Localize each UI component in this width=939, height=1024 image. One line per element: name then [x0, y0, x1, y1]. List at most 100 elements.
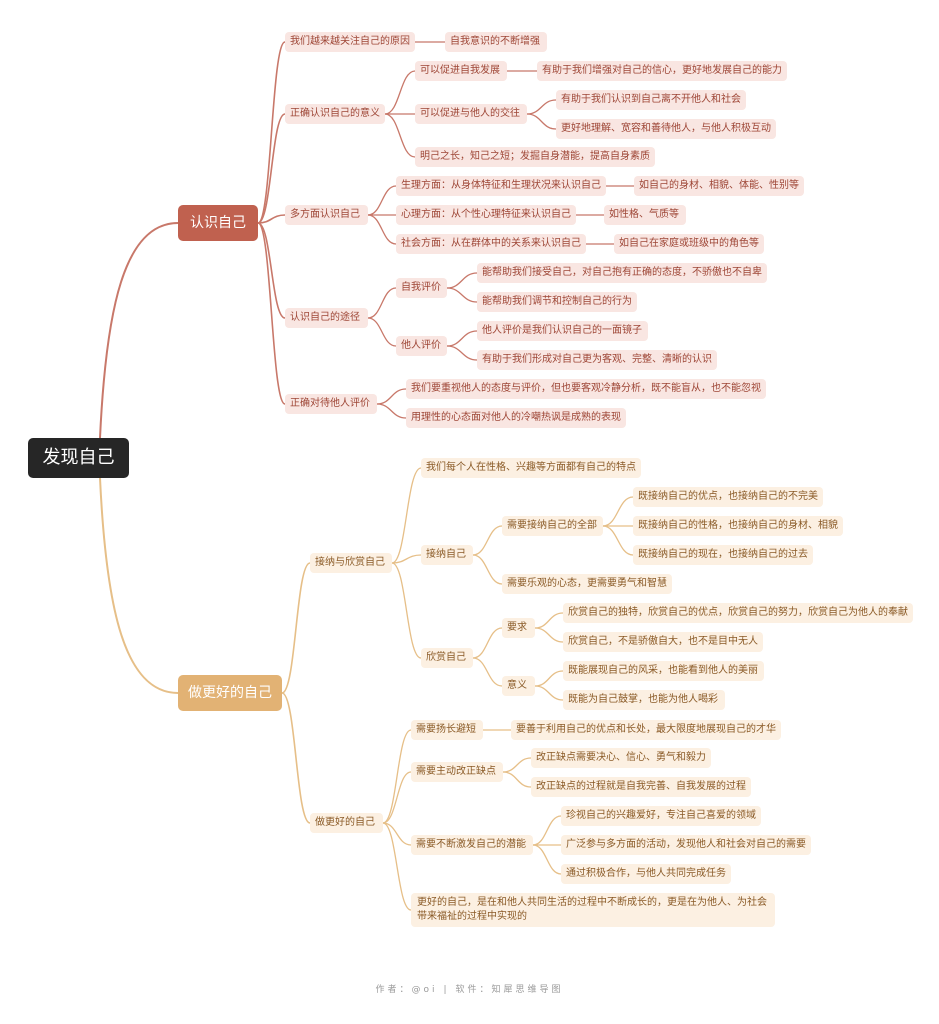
detail-node: 他人评价是我们认识自己的一面镜子: [477, 321, 648, 341]
detail-node: 需要接纳自己的全部: [502, 516, 603, 536]
detail-node: 既接纳自己的优点，也接纳自己的不完美: [633, 487, 823, 507]
detail-node: 需要乐观的心态，更需要勇气和智慧: [502, 574, 672, 594]
connector-line: [257, 41, 286, 224]
connector-line: [446, 272, 478, 289]
detail-node: 社会方面：从在群体中的关系来认识自己: [396, 234, 586, 254]
connector-line: [534, 627, 564, 643]
detail-node: 我们每个人在性格、兴趣等方面都有自己的特点: [421, 458, 641, 478]
detail-node: 可以促进与他人的交往: [415, 104, 527, 124]
connector-line: [382, 822, 412, 846]
footer-credit: 作者：@oi|软件：知犀思维导图: [0, 982, 939, 995]
detail-node: 要善于利用自己的优点和长处，最大限度地展现自己的才华: [511, 720, 781, 740]
detail-node: 能帮助我们接受自己，对自己抱有正确的态度，不骄傲也不自卑: [477, 263, 767, 283]
detail-node: 既接纳自己的现在，也接纳自己的过去: [633, 545, 813, 565]
detail-node: 更好地理解、宽容和善待他人，与他人积极互动: [556, 119, 776, 139]
detail-node: 意义: [502, 676, 535, 696]
detail-node: 有助于我们认识到自己离不开他人和社会: [556, 90, 746, 110]
connector-line: [257, 214, 286, 224]
connector-line: [472, 525, 503, 556]
connector-line: [602, 525, 634, 556]
connector-line: [534, 612, 564, 629]
branch-topic: 认识自己: [178, 205, 258, 241]
connector-line: [472, 554, 503, 585]
detail-node: 有助于我们形成对自己更为客观、完整、清晰的认识: [477, 350, 717, 370]
subtopic-node: 多方面认识自己: [285, 205, 368, 225]
connector-line: [446, 345, 478, 361]
detail-node: 接纳自己: [421, 545, 473, 565]
connector-line: [382, 822, 412, 911]
connector-line: [376, 388, 407, 405]
footer-author: 作者：@oi: [375, 985, 438, 995]
detail-node: 他人评价: [396, 336, 447, 356]
connector-line: [391, 554, 422, 564]
subtopic-node: 接纳与欣赏自己: [310, 553, 392, 573]
detail-node: 珍视自己的兴趣爱好，专注自己喜爱的领域: [561, 806, 761, 826]
detail-node: 需要扬长避短: [411, 720, 483, 740]
subtopic-node: 认识自己的途径: [285, 308, 368, 328]
connector-line: [391, 562, 422, 659]
detail-node: 需要不断激发自己的潜能: [411, 835, 533, 855]
connector-line: [281, 692, 311, 824]
connector-line: [602, 496, 634, 527]
connector-line: [281, 562, 311, 694]
subtopic-node: 做更好的自己: [310, 813, 383, 833]
detail-line: 带来福祉的过程中实现的: [417, 911, 527, 922]
connector-line: [526, 99, 557, 115]
connector-line: [257, 222, 286, 405]
detail-node: 自我评价: [396, 278, 447, 298]
connector-line: [534, 685, 564, 701]
connector-line: [446, 287, 478, 303]
detail-node: 欣赏自己: [421, 648, 473, 668]
detail-node: 心理方面：从个性心理特征来认识自己: [396, 205, 576, 225]
detail-node-multiline: 更好的自己，是在和他人共同生活的过程中不断成长的，更是在为他人、为社会 带来福祉…: [411, 893, 775, 927]
connector-line: [367, 317, 397, 347]
detail-node: 我们要重视他人的态度与评价，但也要客观冷静分析，既不能盲从，也不能忽视: [406, 379, 766, 399]
detail-node: 改正缺点需要决心、信心、勇气和毅力: [531, 748, 711, 768]
detail-node: 欣赏自己的独特，欣赏自己的优点，欣赏自己的努力，欣赏自己为他人的奉献: [563, 603, 913, 623]
subtopic-node: 正确对待他人评价: [285, 394, 377, 414]
detail-node: 如自己的身材、相貌、体能、性别等: [634, 176, 804, 196]
connector-line: [526, 113, 557, 130]
connector-line: [502, 771, 532, 788]
detail-node: 广泛参与多方面的活动，发现他人和社会对自己的需要: [561, 835, 811, 855]
detail-node: 用理性的心态面对他人的冷嘲热讽是成熟的表现: [406, 408, 626, 428]
detail-node: 有助于我们增强对自己的信心，更好地发展自己的能力: [537, 61, 787, 81]
detail-node: 要求: [502, 618, 535, 638]
connector-line: [472, 627, 503, 659]
detail-node: 自我意识的不断增强: [445, 32, 547, 52]
connector-line: [382, 771, 412, 824]
detail-node: 生理方面：从身体特征和生理状况来认识自己: [396, 176, 606, 196]
connector-line: [532, 815, 562, 846]
subtopic-node: 正确认识自己的意义: [285, 104, 385, 124]
connector-line: [99, 477, 179, 694]
detail-node: 既能展现自己的风采，也能看到他人的美丽: [563, 661, 764, 681]
connector-line: [367, 214, 397, 245]
detail-node: 明己之长，知己之短；发掘自身潜能，提高自身素质: [415, 147, 655, 167]
connector-line: [257, 113, 286, 224]
connector-line: [367, 185, 397, 216]
branch-topic: 做更好的自己: [178, 675, 282, 711]
detail-node: 改正缺点的过程就是自我完善、自我发展的过程: [531, 777, 751, 797]
connector-line: [384, 70, 416, 115]
detail-node: 能帮助我们调节和控制自己的行为: [477, 292, 637, 312]
connector-line: [382, 729, 412, 824]
connector-line: [446, 330, 478, 347]
connector-line: [391, 467, 422, 564]
detail-node: 如性格、气质等: [604, 205, 686, 225]
connector-line: [367, 287, 397, 319]
subtopic-node: 我们越来越关注自己的原因: [285, 32, 415, 52]
detail-node: 需要主动改正缺点: [411, 762, 503, 782]
connector-line: [532, 844, 562, 875]
connector-line: [502, 757, 532, 773]
footer-software: 软件：知犀思维导图: [455, 985, 564, 995]
connector-line: [384, 113, 416, 158]
detail-node: 既接纳自己的性格，也接纳自己的身材、相貌: [633, 516, 843, 536]
root-topic: 发现自己: [28, 438, 129, 478]
detail-line: 更好的自己，是在和他人共同生活的过程中不断成长的，更是在为他人、为社会: [417, 897, 767, 908]
connector-line: [376, 403, 407, 419]
connector-line: [472, 657, 503, 687]
detail-node: 如自己在家庭或班级中的角色等: [614, 234, 764, 254]
connector-line: [99, 222, 179, 439]
connector-line: [534, 670, 564, 687]
